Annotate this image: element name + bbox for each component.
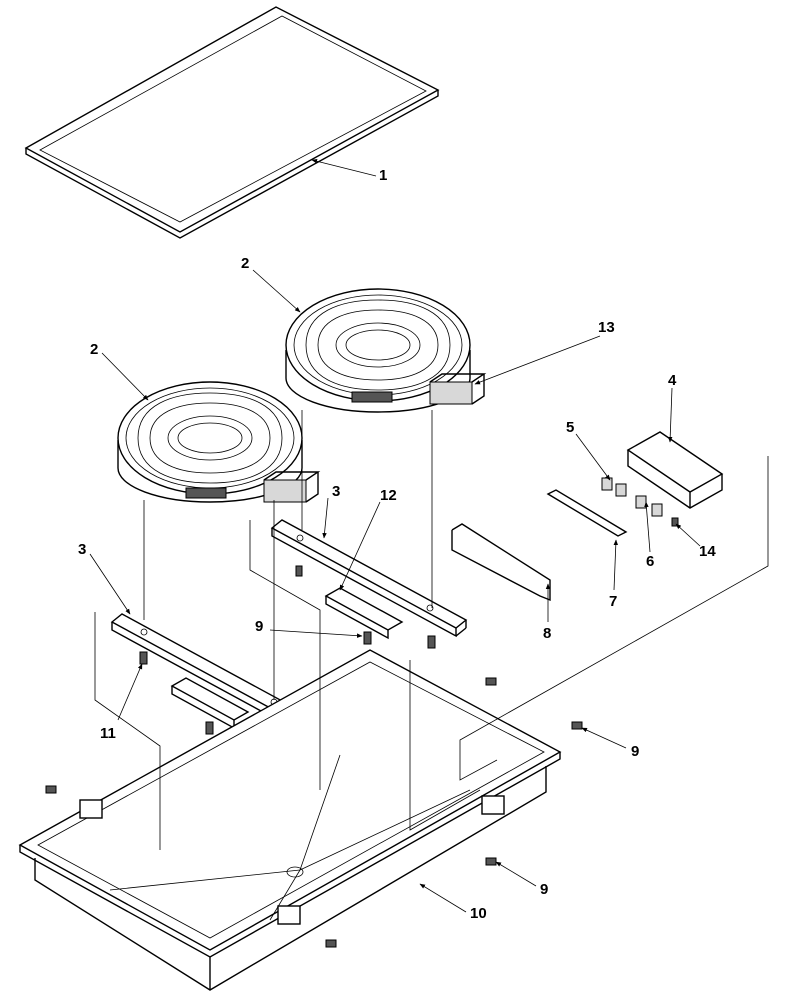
callout-12: 12 xyxy=(380,487,397,504)
leader-lines xyxy=(89,159,701,913)
radiant-element-left xyxy=(117,381,303,503)
callout-11: 11 xyxy=(100,725,116,742)
callout-9-housing-front: 9 xyxy=(540,881,548,898)
callout-3-left: 3 xyxy=(78,541,86,558)
support-bracket-right xyxy=(270,519,468,638)
radiant-element-right xyxy=(285,288,471,413)
cooktop-housing-box xyxy=(18,649,562,991)
callout-7: 7 xyxy=(609,593,617,610)
callout-9-bracket: 9 xyxy=(255,618,263,635)
callout-4: 4 xyxy=(668,372,677,389)
callout-labels: 1 2 2 13 4 5 3 12 3 9 6 14 7 8 11 9 9 10 xyxy=(78,167,716,922)
glass-cooktop-part xyxy=(24,6,440,239)
callout-6: 6 xyxy=(646,553,654,570)
callout-9-housing-right: 9 xyxy=(631,743,639,760)
callout-3-right: 3 xyxy=(332,483,340,500)
housing-screws xyxy=(45,677,583,948)
reference-lines xyxy=(94,410,769,850)
callout-8: 8 xyxy=(543,625,551,642)
callout-13: 13 xyxy=(598,319,615,336)
callout-2-left: 2 xyxy=(90,341,98,358)
receptacle-assembly xyxy=(451,431,724,602)
callout-2-right: 2 xyxy=(241,255,249,272)
terminal-block-parts xyxy=(263,373,487,503)
callout-14: 14 xyxy=(699,543,716,560)
callout-5: 5 xyxy=(566,419,574,436)
channel-bracket-parts xyxy=(170,587,404,730)
callout-10: 10 xyxy=(470,905,487,922)
callout-1: 1 xyxy=(379,167,387,184)
